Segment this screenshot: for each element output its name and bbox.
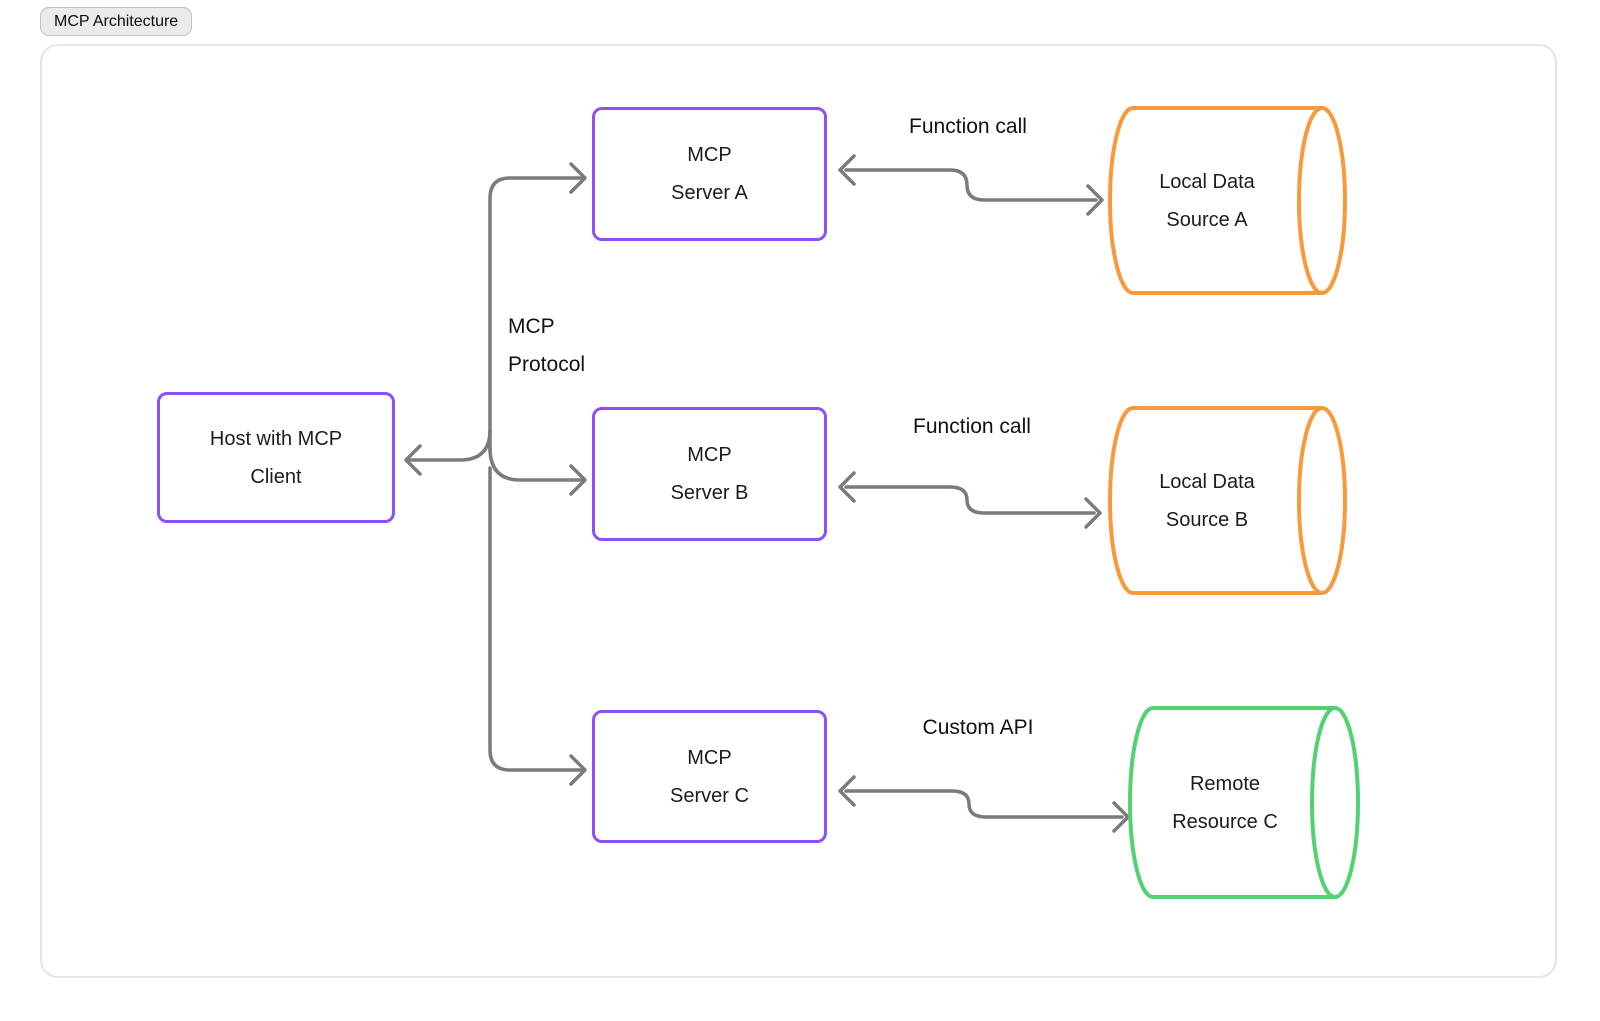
arrow-trunk-to-server-c	[488, 466, 583, 772]
cylinder-body-b	[1108, 406, 1324, 595]
arrowhead-to-host-icon	[404, 444, 422, 476]
arrowhead-to-server-b-icon	[569, 464, 587, 496]
edge-label-mcp-protocol: MCP Protocol	[508, 315, 586, 376]
arrow-junction-to-server-b	[488, 446, 583, 482]
arrowhead-source-a-right-icon	[1086, 184, 1104, 216]
cylinder-body-c	[1128, 706, 1337, 899]
arrowhead-server-a-left-icon	[838, 154, 856, 186]
node-server-a-label: MCP Server A	[671, 144, 748, 204]
diagram-title-text: MCP Architecture	[54, 12, 179, 30]
arrowhead-source-b-right-icon	[1084, 497, 1102, 529]
node-local-data-source-b: Local Data Source B	[1112, 408, 1302, 593]
node-host-with-mcp-client: Host with MCP Client	[157, 392, 395, 523]
edge-label-custom-api: Custom API	[922, 716, 1034, 739]
node-local-data-source-a-shape	[1108, 106, 1347, 295]
arrowhead-server-c-left-icon	[838, 775, 856, 807]
node-source-a-label: Local Data Source A	[1159, 170, 1255, 231]
node-source-b-label: Local Data Source B	[1159, 470, 1255, 531]
node-remote-resource-c: Remote Resource C	[1130, 708, 1320, 897]
node-mcp-server-b: MCP Server B	[592, 407, 827, 541]
node-local-data-source-b-shape	[1108, 406, 1347, 595]
node-host-label: Host with MCP Client	[209, 427, 343, 488]
arrowhead-resource-c-right-icon	[1112, 801, 1130, 833]
edge-label-function-call-a: Function call	[909, 115, 1027, 138]
arrow-server-b-source-b	[844, 485, 1096, 515]
cylinder-cap-c	[1310, 706, 1360, 899]
node-local-data-source-a: Local Data Source A	[1112, 108, 1302, 293]
node-mcp-server-a: MCP Server A	[592, 107, 827, 241]
arrow-junction-to-host	[408, 428, 492, 462]
node-resource-c-label: Remote Resource C	[1172, 772, 1278, 833]
arrow-server-a-source-a	[844, 168, 1098, 202]
diagram-title-badge[interactable]: MCP Architecture	[40, 7, 193, 36]
arrowhead-server-b-left-icon	[838, 471, 856, 503]
arrow-trunk-to-server-a	[488, 176, 583, 454]
cylinder-body-a	[1108, 106, 1324, 295]
cylinder-cap-a	[1297, 106, 1347, 295]
edge-label-function-call-b: Function call	[913, 415, 1031, 438]
cylinder-cap-b	[1297, 406, 1347, 595]
arrowhead-to-server-c-icon	[569, 754, 587, 786]
node-server-c-label: MCP Server C	[670, 746, 749, 807]
node-server-b-label: MCP Server B	[670, 444, 749, 504]
arrow-server-c-resource-c	[844, 789, 1124, 819]
node-mcp-server-c: MCP Server C	[592, 710, 827, 843]
arrowhead-to-server-a-icon	[569, 162, 587, 194]
node-remote-resource-c-shape	[1128, 706, 1360, 899]
